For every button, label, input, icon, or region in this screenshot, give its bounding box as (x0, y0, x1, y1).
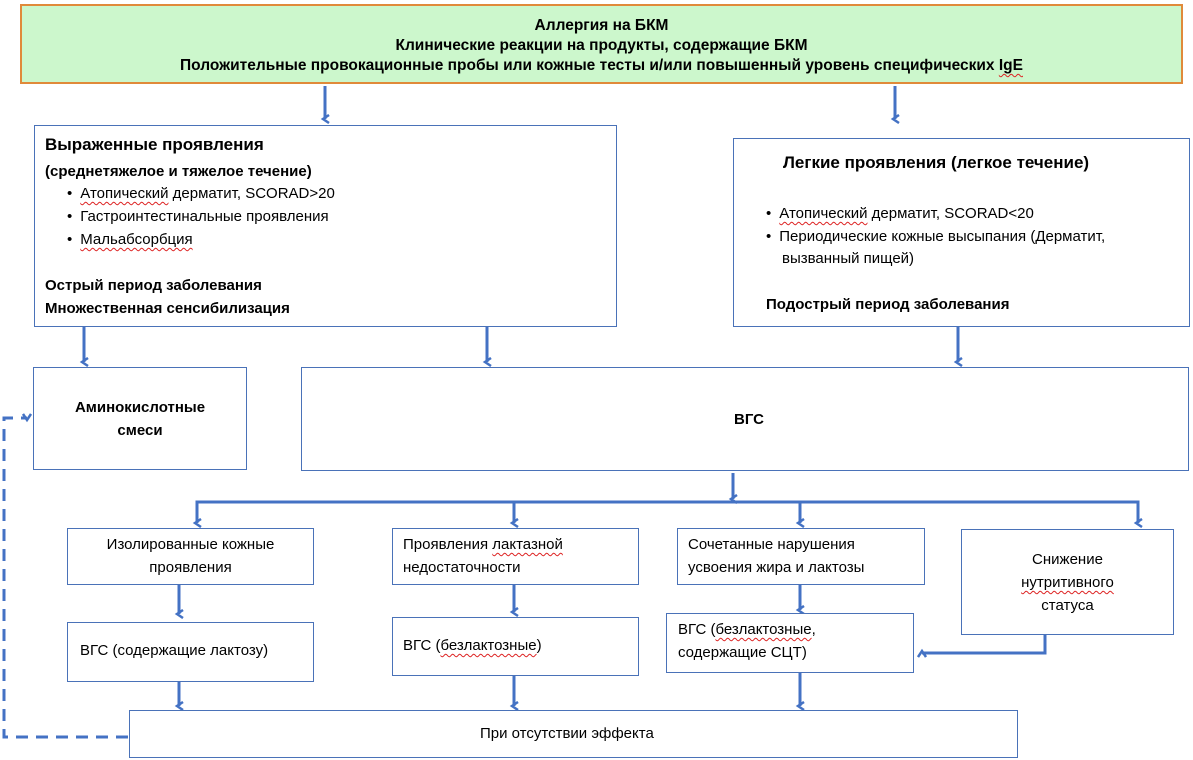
text-branches-1-line2: недостаточности (403, 559, 521, 576)
text-severe-items-2-a: Мальабсорбция (80, 231, 193, 248)
result-lactose-box: ВГС (содержащие лактозу) (67, 622, 314, 682)
text-severe-items-0-b: дерматит, SCORAD>20 (168, 185, 335, 202)
branch-nutrition-box: Снижение нутритивного статуса (961, 529, 1174, 635)
text-branches-1-line1b: лактазной (492, 536, 563, 553)
text-top-line3a: Положительные провокационные пробы или к… (180, 57, 999, 74)
text-branches-0-line2: проявления (149, 559, 232, 576)
text-branches-2-line2: усвоения жира и лактозы (688, 559, 865, 576)
branch-bus (195, 500, 1138, 523)
mild-box: Легкие проявления (легкое течение) Атопи… (733, 138, 1190, 327)
text-line: Проявления лактазной (403, 536, 563, 553)
text-results-1-b: безлактозные (440, 637, 537, 654)
text-branches-0-line1: Изолированные кожные (106, 536, 275, 553)
text-severe-items-1-b: Гастроинтестинальные проявления (80, 208, 329, 225)
severe-item-1: Атопический дерматит, SCORAD>20 (67, 185, 335, 202)
result-lactosefree-box: ВГС (безлактозные) (392, 617, 639, 676)
text-results-2-b: безлактозные (715, 621, 812, 638)
text-line: ВГС (безлактозные) (403, 637, 542, 654)
text-severe-items-0-a: Атопический (80, 185, 169, 202)
text-line: ВГС (безлактозные, (678, 621, 816, 638)
text-results-1-a: ВГС ( (403, 637, 441, 654)
no-effect-label: При отсутствии эффекта (480, 725, 654, 742)
text-results-1-c: ) (536, 637, 542, 654)
text-branches-3-line1: Снижение (1032, 551, 1103, 568)
vgs-label: ВГС (734, 411, 764, 428)
amino-line-1: Аминокислотные (74, 399, 206, 416)
text-branches-1-line1a: Проявления (403, 536, 493, 553)
severe-title: Выраженные проявления (45, 135, 264, 154)
severe-footer-1: Острый период заболевания (45, 277, 262, 294)
mild-item-2-cont: вызванный пищей) (782, 250, 915, 267)
text-results-2-line2: содержащие СЦТ) (678, 644, 807, 661)
mild-footer: Подострый период заболевания (766, 296, 1010, 313)
vgs-box: ВГС (301, 367, 1189, 471)
branch-skin-box: Изолированные кожные проявления (67, 528, 314, 585)
arrow-b4-to-r3 (922, 634, 1047, 653)
text-mild-items-0-b: дерматит, SCORAD<20 (867, 205, 1034, 222)
text-line: нутритивного (962, 574, 1173, 591)
branch-lactase-box: Проявления лактазной недостаточности (392, 528, 639, 585)
text-branches-2-line1: Сочетанные нарушения (688, 536, 855, 553)
text-mild-items-0-a: Атопический (779, 205, 868, 222)
text-mild-items-1-b: Периодические кожные высыпания (Дерматит… (779, 228, 1106, 245)
top-clinical: Клинические реакции на продукты, содержа… (395, 37, 808, 54)
text-results-2-a: ВГС ( (678, 621, 716, 638)
result-mct-box: ВГС (безлактозные, содержащие СЦТ) (666, 613, 914, 673)
no-effect-box: При отсутствии эффекта (129, 710, 1018, 758)
text-branches-3-line2: нутритивного (1021, 574, 1114, 591)
top-title: Аллергия на БКМ (534, 17, 669, 34)
amino-box: Аминокислотные смеси (33, 367, 247, 470)
text-branches-3-line3: статуса (1041, 597, 1094, 614)
text-results-0-text: ВГС (содержащие лактозу) (80, 642, 269, 659)
severe-subtitle: (среднетяжелое и тяжелое течение) (45, 163, 312, 180)
severe-item-2: Гастроинтестинальные проявления (67, 208, 329, 225)
text-results-2-c: , (811, 621, 816, 638)
severe-box: Выраженные проявления (среднетяжелое и т… (34, 125, 617, 327)
mild-title: Легкие проявления (легкое течение) (783, 153, 1090, 172)
text-top-line3b: IgE (998, 57, 1023, 74)
severe-item-3: Мальабсорбция (67, 231, 193, 248)
mild-item-1: Атопический дерматит, SCORAD<20 (766, 205, 1034, 222)
branch-combined-box: Сочетанные нарушения усвоения жира и лак… (677, 528, 925, 585)
severe-footer-2: Множественная сенсибилизация (45, 300, 290, 317)
amino-line-2: смеси (117, 422, 163, 439)
top-tests: Положительные провокационные пробы или к… (22, 56, 1181, 76)
mild-item-2: Периодические кожные высыпания (Дерматит… (766, 228, 1105, 245)
top-allergy-box: Аллергия на БКМ Клинические реакции на п… (20, 4, 1183, 84)
